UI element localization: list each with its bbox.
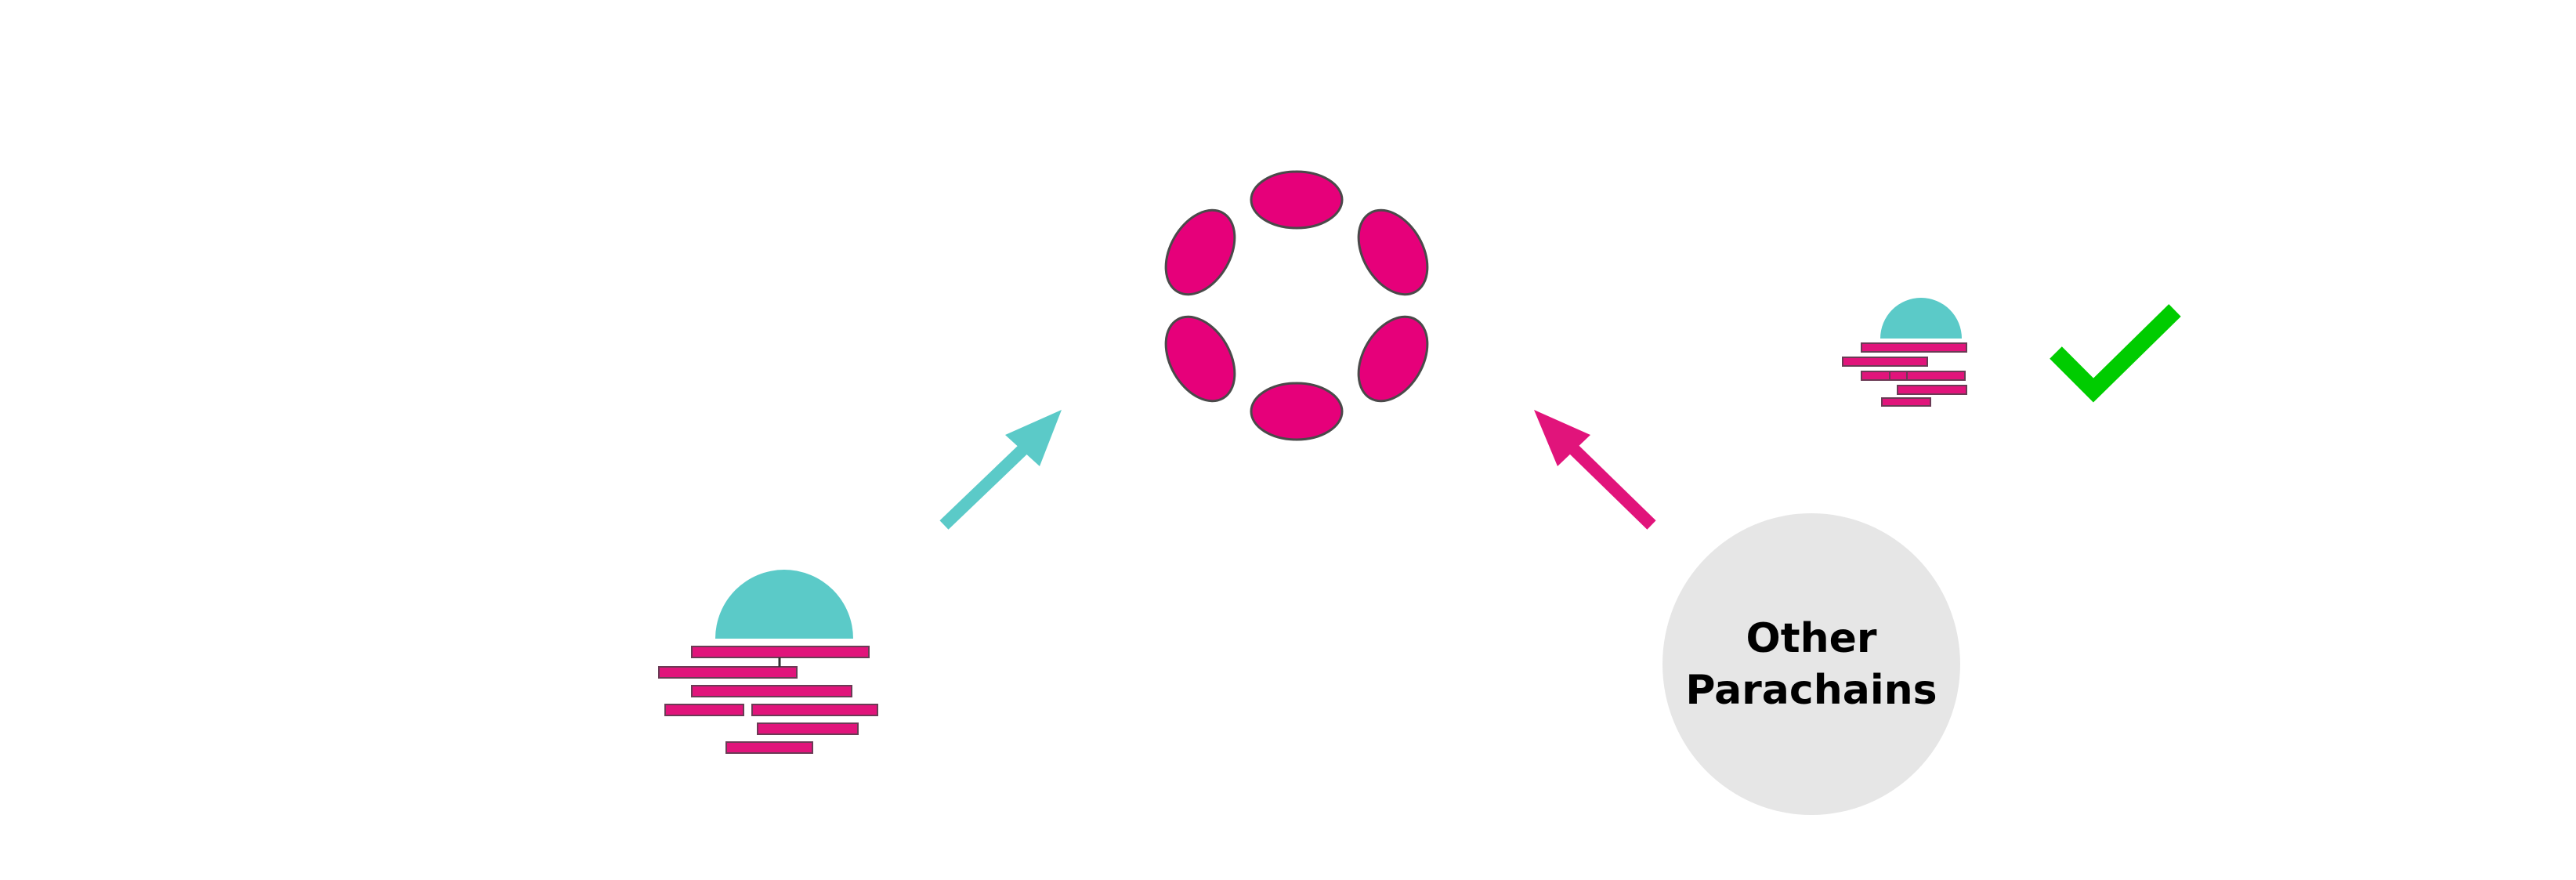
other-parachains-label: Other Parachains xyxy=(1685,614,1937,714)
other-parachains-node: Other Parachains xyxy=(1662,513,1960,815)
polkadot-logo-icon xyxy=(1164,170,1429,441)
arrow-parachains-to-relay-icon xyxy=(1534,410,1656,530)
arrow-moonbeam-to-relay-icon xyxy=(939,410,1062,530)
moonbeam-logo-icon xyxy=(658,570,878,754)
checkmark-icon xyxy=(2050,304,2181,403)
moonbeam-small-logo-icon xyxy=(1842,298,1967,407)
